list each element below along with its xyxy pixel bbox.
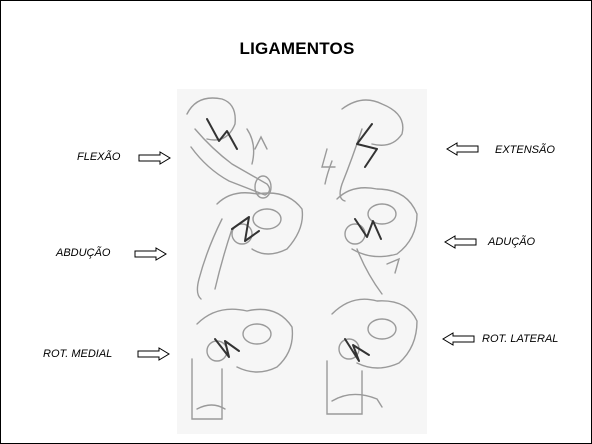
hip-ligaments-illustration [177, 89, 427, 434]
arrow-right-icon [137, 347, 170, 361]
arrow-right-icon [134, 247, 167, 261]
panel-adduction [336, 187, 418, 295]
arrow-right-icon [138, 151, 171, 165]
label-aducao: ADUÇÃO [488, 236, 536, 248]
panel-lateral-rotation [326, 298, 418, 415]
slide-title: LIGAMENTOS [239, 39, 355, 58]
label-rot-medial: ROT. MEDIAL [43, 348, 113, 360]
label-extensao: EXTENSÃO [495, 144, 555, 156]
panel-flexion [186, 97, 272, 199]
label-abducao: ABDUÇÃO [56, 247, 111, 259]
panel-medial-rotation [191, 308, 294, 420]
arrow-left-icon [446, 142, 479, 156]
label-flexao: FLEXÃO [77, 151, 121, 163]
arrow-left-icon [442, 332, 475, 346]
panel-abduction [196, 192, 304, 300]
label-rot-lateral: ROT. LATERAL [482, 333, 559, 345]
arrow-left-icon [444, 235, 477, 249]
panel-extension [321, 99, 404, 202]
